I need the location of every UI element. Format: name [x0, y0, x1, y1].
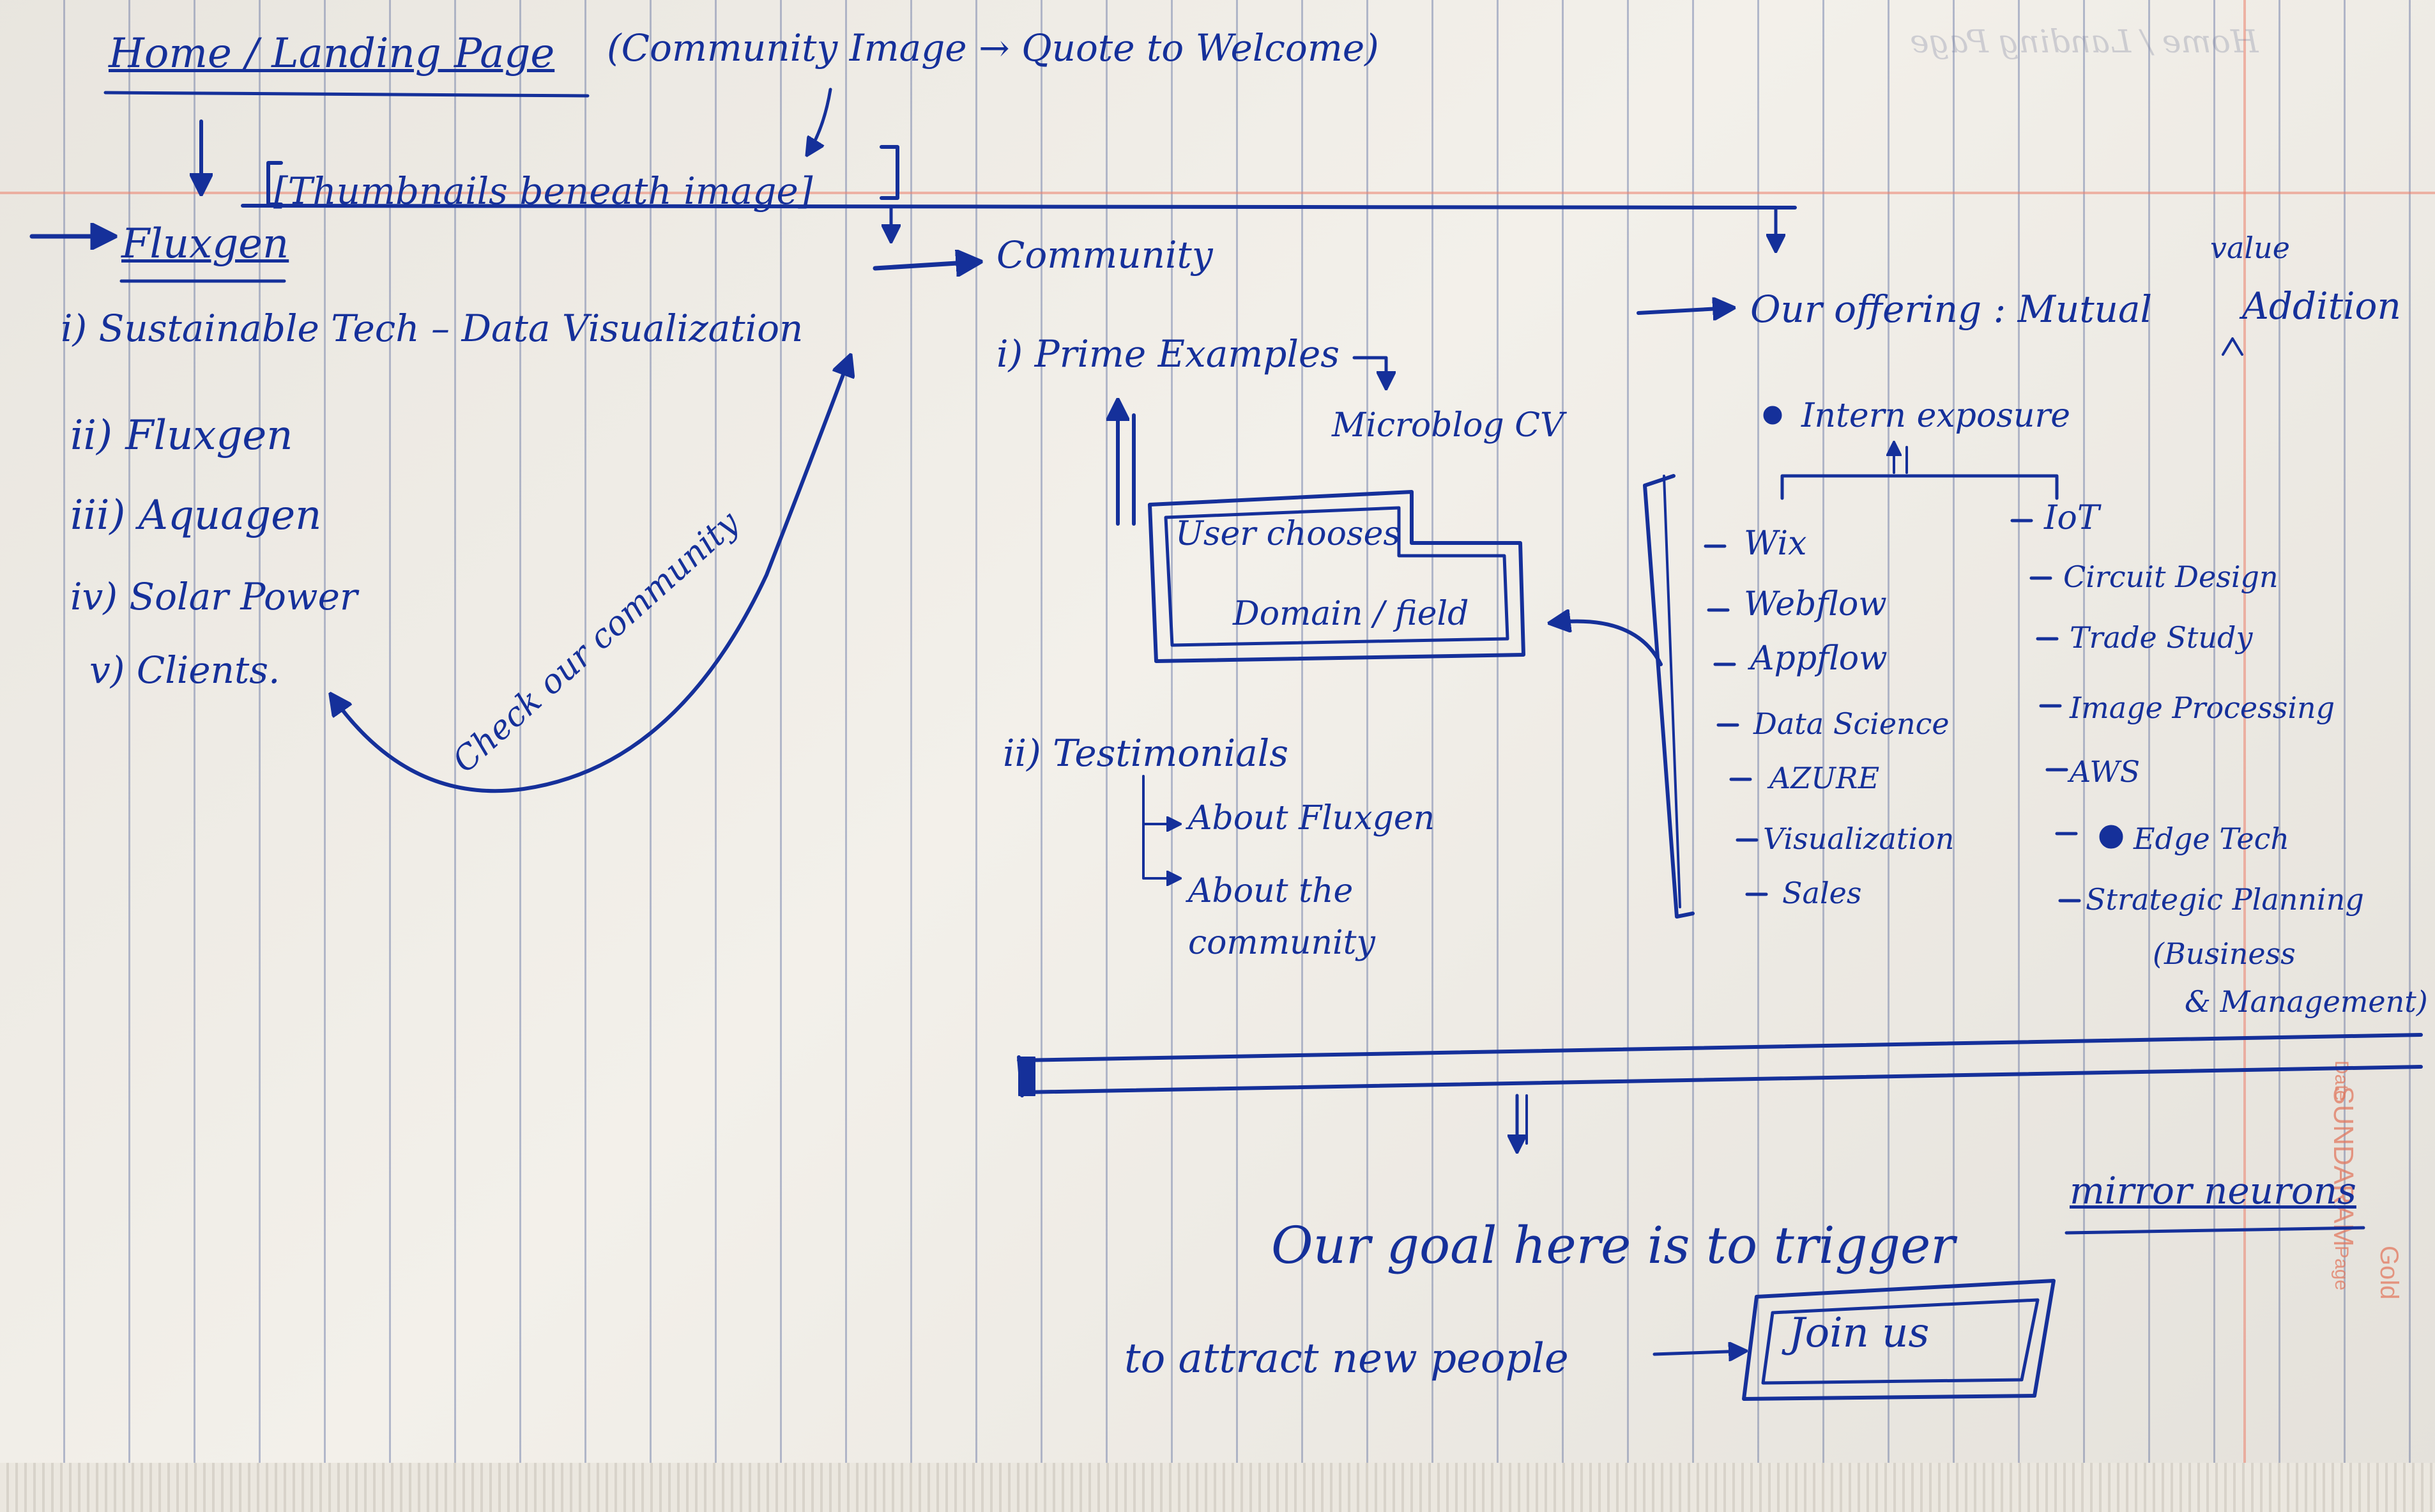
fluxgen-item-2: ii) Fluxgen: [70, 412, 293, 459]
prime-to-microblog-arrow: [1352, 356, 1386, 386]
domain-box-line2: Domain / field: [1233, 595, 1469, 633]
offering-col2-item-1: IoT: [2044, 499, 2100, 537]
offering-list-brace: [1643, 474, 1695, 919]
header-note: (Community Image → Quote to Welcome): [607, 26, 1379, 70]
microblog-cv: Microblog CV: [1332, 406, 1564, 445]
offering-col1-item-6: Visualization: [1763, 821, 1955, 856]
fluxgen-item-4: iv) Solar Power: [70, 575, 358, 618]
offering-col2-item-7: Strategic Planning: [2086, 882, 2364, 917]
main-split-line: [241, 204, 1797, 210]
goal-highlight: mirror neurons: [2070, 1169, 2356, 1212]
offering-col1-item-4: Data Science: [1753, 706, 1950, 741]
page-stack-edge: [0, 1463, 2435, 1512]
title-underline: [103, 91, 590, 98]
offering-columns-bracket: [1780, 474, 2059, 500]
offering-col2-item-3: Trade Study: [2070, 620, 2253, 655]
offering-col1-item-2: Webflow: [1744, 585, 1887, 623]
margin-line-top: [0, 192, 2435, 194]
community-arrow: [873, 262, 977, 268]
hatched-divider: [1017, 1033, 2423, 1097]
testimonial-arrow-1: [1142, 775, 1179, 824]
margin-line-right: [2243, 0, 2246, 1512]
testimonial-item-2: About the community: [1188, 872, 1375, 962]
fluxgen-title: Fluxgen: [121, 220, 289, 268]
join-us-box-outer: [1742, 1279, 2056, 1401]
attract-to-join-arrow: [1653, 1351, 1744, 1354]
offering-title: Our offering : Mutual: [1750, 287, 2153, 331]
join-us-box-inner: [1761, 1298, 2040, 1385]
fluxgen-item-1: i) Sustainable Tech – Data Visualization: [61, 307, 804, 350]
offering-col2-item-8: (Business: [2153, 936, 2296, 971]
offering-col2-item-4: Image Processing: [2070, 691, 2335, 725]
edge-tech-bullet: [2099, 825, 2123, 849]
offering-col2-item-5: AWS: [2070, 754, 2141, 789]
image-to-thumbnails-arrow: [808, 88, 832, 153]
fluxgen-item-3: iii) Aquagen: [70, 492, 322, 539]
mirror-neurons-underline: [2065, 1226, 2365, 1235]
prime-examples: i) Prime Examples: [996, 332, 1340, 376]
offering-arrow: [1637, 308, 1731, 313]
domain-box-outer: [1148, 490, 1525, 663]
join-us-label: Join us: [1789, 1310, 1930, 1357]
offering-col2-item-9: & Management): [2185, 984, 2428, 1019]
testimonials: ii) Testimonials: [1003, 731, 1289, 775]
thumbnails-note: [Thumbnails beneath image]: [273, 169, 813, 213]
offering-caret-word: value: [2210, 231, 2290, 265]
offering-col2-item-2: Circuit Design: [2063, 560, 2279, 594]
offering-col1-item-3: Appflow: [1750, 639, 1888, 678]
testimonial-item-1: About Fluxgen: [1188, 799, 1435, 837]
attract-text: to attract new people: [1124, 1335, 1569, 1382]
offering-col1-item-1: Wix: [1744, 524, 1807, 563]
offering-to-box-arrow: [1552, 622, 1663, 666]
testimonial-arrow-2: [1142, 823, 1179, 878]
page-title: Home / Landing Page: [109, 30, 555, 77]
check-community-curve: [332, 358, 850, 793]
value-caret: [2222, 337, 2243, 356]
offering-title-tail: Addition: [2242, 284, 2401, 328]
offering-col1-dashes: [1704, 544, 1768, 896]
intern-exposure: Intern exposure: [1801, 397, 2071, 435]
thumbnails-bracket-right: [880, 145, 899, 200]
domain-box-inner: [1164, 506, 1509, 647]
community-title: Community: [996, 233, 1213, 277]
domain-box-line1: User chooses: [1175, 515, 1401, 553]
goal-text: Our goal here is to trigger: [1271, 1216, 1955, 1275]
offering-list-brace-inner: [1663, 475, 1681, 908]
offering-col1-item-5: AZURE: [1769, 761, 1880, 795]
offering-col1-item-7: Sales: [1782, 876, 1862, 910]
intern-bullet: [1763, 406, 1782, 425]
thumbnails-bracket-left: [266, 161, 283, 206]
fluxgen-item-5: v) Clients.: [89, 648, 280, 692]
offering-col2-item-6: Edge Tech: [2133, 821, 2290, 856]
offering-col2-dashes: [2010, 519, 2081, 903]
